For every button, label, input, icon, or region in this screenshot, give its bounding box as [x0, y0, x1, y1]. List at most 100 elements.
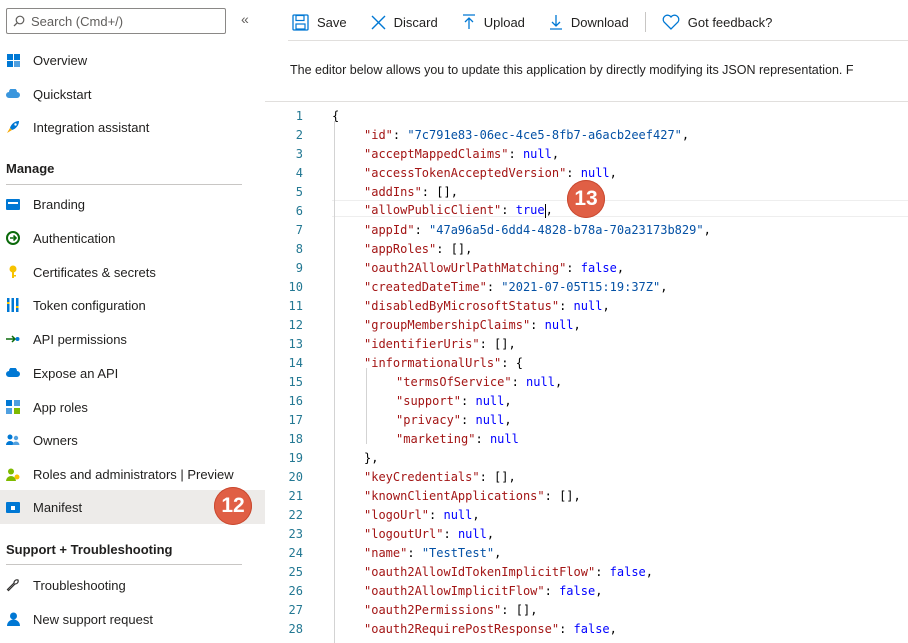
sidebar-item-app-roles[interactable]: App roles — [0, 392, 265, 422]
sidebar-item-new-support-request[interactable]: New support request — [0, 604, 265, 634]
code-line[interactable]: 5"addIns": [], — [265, 182, 908, 201]
code-line[interactable]: 26"oauth2AllowImplicitFlow": false, — [265, 581, 908, 600]
line-number: 19 — [288, 450, 303, 465]
sidebar-item-authentication[interactable]: Authentication — [0, 223, 265, 253]
upload-button[interactable]: Upload — [462, 14, 525, 30]
sidebar-item-label: Overview — [33, 52, 88, 68]
code-line[interactable]: 8"appRoles": [], — [265, 239, 908, 258]
sidebar-item-label: API permissions — [33, 331, 127, 347]
sidebar-item-token-configuration[interactable]: Token configuration — [0, 290, 265, 320]
json-value: [] — [450, 241, 466, 256]
line-number: 21 — [288, 488, 303, 503]
sidebar-item-label: Token configuration — [33, 297, 146, 313]
code-line[interactable]: 28 "oauth2RequirePostResponse": false, — [265, 619, 908, 638]
sidebar-item-branding[interactable]: Branding — [0, 189, 265, 219]
code-text: "disabledByMicrosoftStatus": null, — [364, 298, 610, 313]
code-line[interactable]: 10"createdDateTime": "2021-07-05T15:19:3… — [265, 277, 908, 296]
sidebar-item-owners[interactable]: Owners — [0, 425, 265, 455]
json-key: "logoUrl" — [364, 507, 430, 522]
code-line[interactable]: 24"name": "TestTest", — [265, 543, 908, 562]
code-text: "oauth2AllowUrlPathMatching": false, — [364, 260, 625, 275]
line-number: 7 — [295, 222, 303, 237]
json-value: [] — [494, 336, 509, 351]
code-line[interactable]: 13"identifierUris": [], — [265, 334, 908, 353]
toolbar-divider-line — [288, 40, 908, 41]
code-line[interactable]: 15"termsOfService": null, — [265, 372, 908, 391]
code-line[interactable]: 3 "acceptMappedClaims": null, — [265, 144, 908, 163]
support-section-header: Support + Troubleshooting — [6, 542, 173, 557]
line-number: 11 — [288, 298, 303, 313]
sidebar-item-overview[interactable]: Overview — [0, 45, 265, 75]
json-value: [] — [494, 469, 509, 484]
line-number: 8 — [295, 241, 303, 256]
json-key: "marketing" — [396, 431, 476, 446]
sidebar-item-roles-administrators[interactable]: Roles and administrators | Preview — [0, 459, 265, 489]
json-key: "appId" — [364, 222, 415, 237]
code-line[interactable]: 2"id": "7c791e83-06ec-4ce5-8fb7-a6acb2ee… — [265, 125, 908, 144]
code-text: "oauth2RequirePostResponse": false, — [364, 621, 617, 636]
code-text: "allowPublicClient": true, — [364, 203, 553, 218]
collapse-sidebar-button[interactable]: « — [241, 11, 249, 27]
editor-description: The editor below allows you to update th… — [290, 63, 854, 77]
save-button[interactable]: Save — [292, 13, 347, 31]
code-line[interactable]: 19}, — [265, 448, 908, 467]
code-line[interactable]: 17"privacy": null, — [265, 410, 908, 429]
sidebar-item-expose-api[interactable]: Expose an API — [0, 358, 265, 388]
code-line[interactable]: 11 "disabledByMicrosoftStatus": null, — [265, 296, 908, 315]
code-line[interactable]: 23"logoutUrl": null, — [265, 524, 908, 543]
code-text: "oauth2Permissions": [], — [364, 602, 538, 617]
code-line[interactable]: 7 "appId": "47a96a5d-6dd4-4828-b78a-70a23… — [265, 220, 908, 239]
code-line[interactable]: 20"keyCredentials": [], — [265, 467, 908, 486]
code-line[interactable]: 12"groupMembershipClaims": null, — [265, 315, 908, 334]
json-value: "47a96a5d-6dd4-4828-b78a-70a23173b829" — [429, 222, 704, 237]
sidebar-item-troubleshooting[interactable]: Troubleshooting — [0, 570, 265, 600]
authentication-icon — [6, 231, 20, 245]
toolbar-divider — [644, 12, 646, 32]
heart-icon — [662, 14, 680, 30]
code-line[interactable]: 6"allowPublicClient": true, — [265, 201, 908, 220]
code-line[interactable]: 27"oauth2Permissions": [], — [265, 600, 908, 619]
step-badge-12: 12 — [214, 487, 252, 525]
json-key: "oauth2Permissions" — [364, 602, 502, 617]
line-number: 2 — [295, 127, 303, 142]
json-key: "oauth2RequirePostResponse" — [364, 621, 560, 636]
code-line[interactable]: 1{ — [265, 106, 908, 125]
json-value: "2021-07-05T15:19:37Z" — [501, 279, 661, 294]
sidebar-item-quickstart[interactable]: Quickstart — [0, 79, 265, 109]
code-line[interactable]: 18"marketing": null — [265, 429, 908, 448]
line-number: 12 — [288, 317, 303, 332]
code-line[interactable]: 9"oauth2AllowUrlPathMatching": false, — [265, 258, 908, 277]
download-button[interactable]: Download — [549, 14, 629, 30]
discard-button[interactable]: Discard — [371, 15, 438, 30]
search-input[interactable]: Search (Cmd+/) — [6, 8, 226, 34]
code-line[interactable]: 14"informationalUrls": { — [265, 353, 908, 372]
json-key: "oauth2AllowIdTokenImplicitFlow" — [364, 564, 596, 579]
json-value: "TestTest" — [421, 545, 495, 560]
line-number: 17 — [288, 412, 303, 427]
line-number: 28 — [288, 621, 303, 636]
discard-label: Discard — [393, 14, 438, 30]
sidebar-item-label: Certificates & secrets — [33, 264, 156, 280]
line-number: 18 — [288, 431, 303, 446]
json-value: false — [559, 583, 596, 598]
code-text: "appId": "47a96a5d-6dd4-4828-b78a-70a231… — [364, 222, 711, 237]
json-editor[interactable]: 1{2"id": "7c791e83-06ec-4ce5-8fb7-a6acb2… — [265, 101, 908, 643]
line-number: 16 — [288, 393, 303, 408]
upload-label: Upload — [483, 14, 525, 30]
feedback-button[interactable]: Got feedback? — [662, 14, 772, 30]
line-number: 3 — [295, 146, 303, 161]
sidebar-item-integration-assistant[interactable]: Integration assistant — [0, 112, 265, 142]
code-line[interactable]: 4"accessTokenAcceptedVersion": null, — [265, 163, 908, 182]
toolbar: Save Discard Upload Download Got feedbac… — [292, 8, 796, 36]
line-number: 15 — [288, 374, 303, 389]
code-text: "acceptMappedClaims": null, — [364, 146, 560, 161]
code-line[interactable]: 25"oauth2AllowIdTokenImplicitFlow": fals… — [265, 562, 908, 581]
support-person-icon — [6, 612, 20, 626]
code-line[interactable]: 22"logoUrl": null, — [265, 505, 908, 524]
code-text: "name": "TestTest", — [364, 545, 502, 560]
sidebar-item-api-permissions[interactable]: API permissions — [0, 324, 265, 354]
code-line[interactable]: 16"support": null, — [265, 391, 908, 410]
json-key: "accessTokenAcceptedVersion" — [364, 165, 567, 180]
code-line[interactable]: 21"knownClientApplications": [], — [265, 486, 908, 505]
sidebar-item-certificates-secrets[interactable]: Certificates & secrets — [0, 257, 265, 287]
